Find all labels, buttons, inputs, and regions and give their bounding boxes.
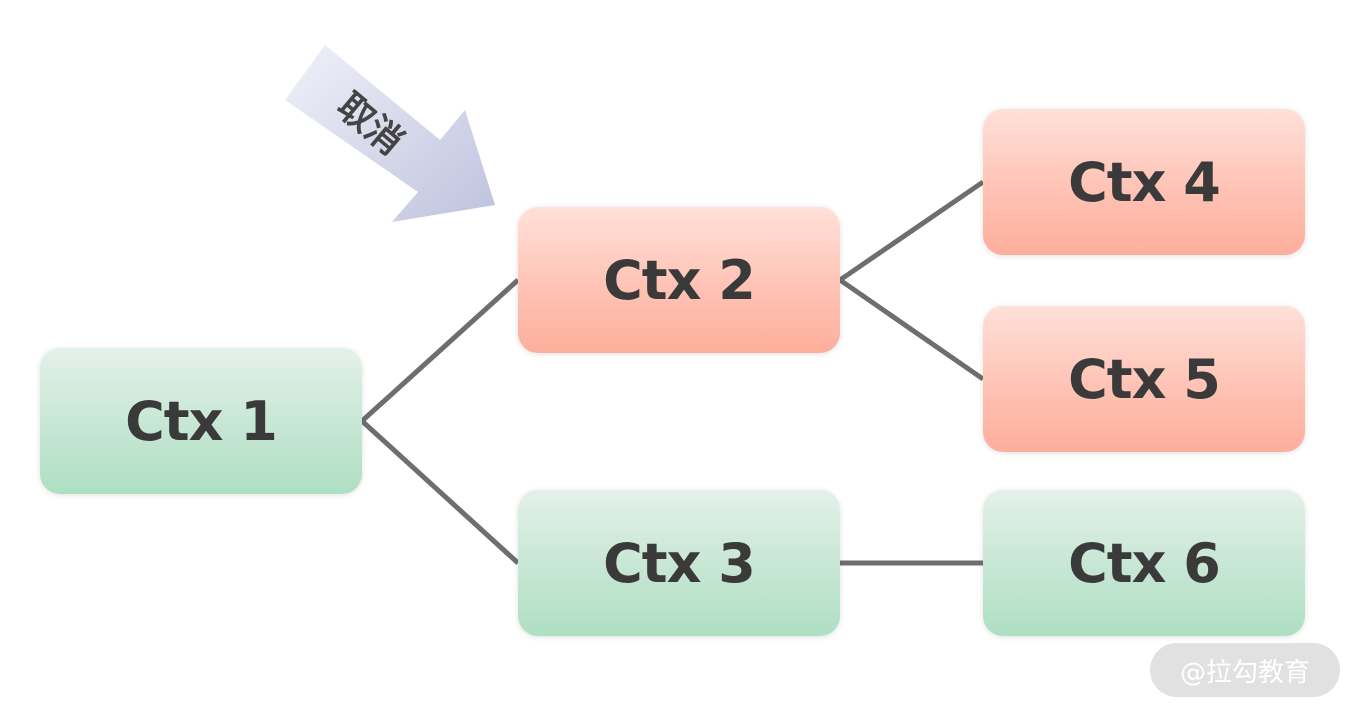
watermark: @拉勾教育: [1150, 643, 1340, 697]
context-node-ctx5: Ctx 5: [983, 306, 1305, 452]
node-label: Ctx 4: [1068, 150, 1221, 214]
node-label: Ctx 6: [1068, 531, 1221, 595]
edge-ctx1-ctx2: [360, 278, 520, 423]
cancel-arrow-icon: [285, 45, 495, 222]
context-node-ctx4: Ctx 4: [983, 109, 1305, 255]
context-node-ctx1: Ctx 1: [40, 348, 362, 494]
context-node-ctx2: Ctx 2: [518, 207, 840, 353]
edge-ctx2-ctx4: [838, 179, 985, 283]
node-label: Ctx 2: [603, 248, 756, 312]
node-label: Ctx 1: [125, 389, 278, 453]
edge-ctx2-ctx5: [838, 277, 985, 382]
node-label: Ctx 5: [1068, 347, 1221, 411]
context-node-ctx6: Ctx 6: [983, 490, 1305, 636]
edge-layer: [360, 179, 985, 566]
node-label: Ctx 3: [603, 531, 756, 595]
edge-ctx1-ctx3: [360, 419, 520, 565]
context-node-ctx3: Ctx 3: [518, 490, 840, 636]
watermark-text: @拉勾教育: [1179, 657, 1310, 688]
